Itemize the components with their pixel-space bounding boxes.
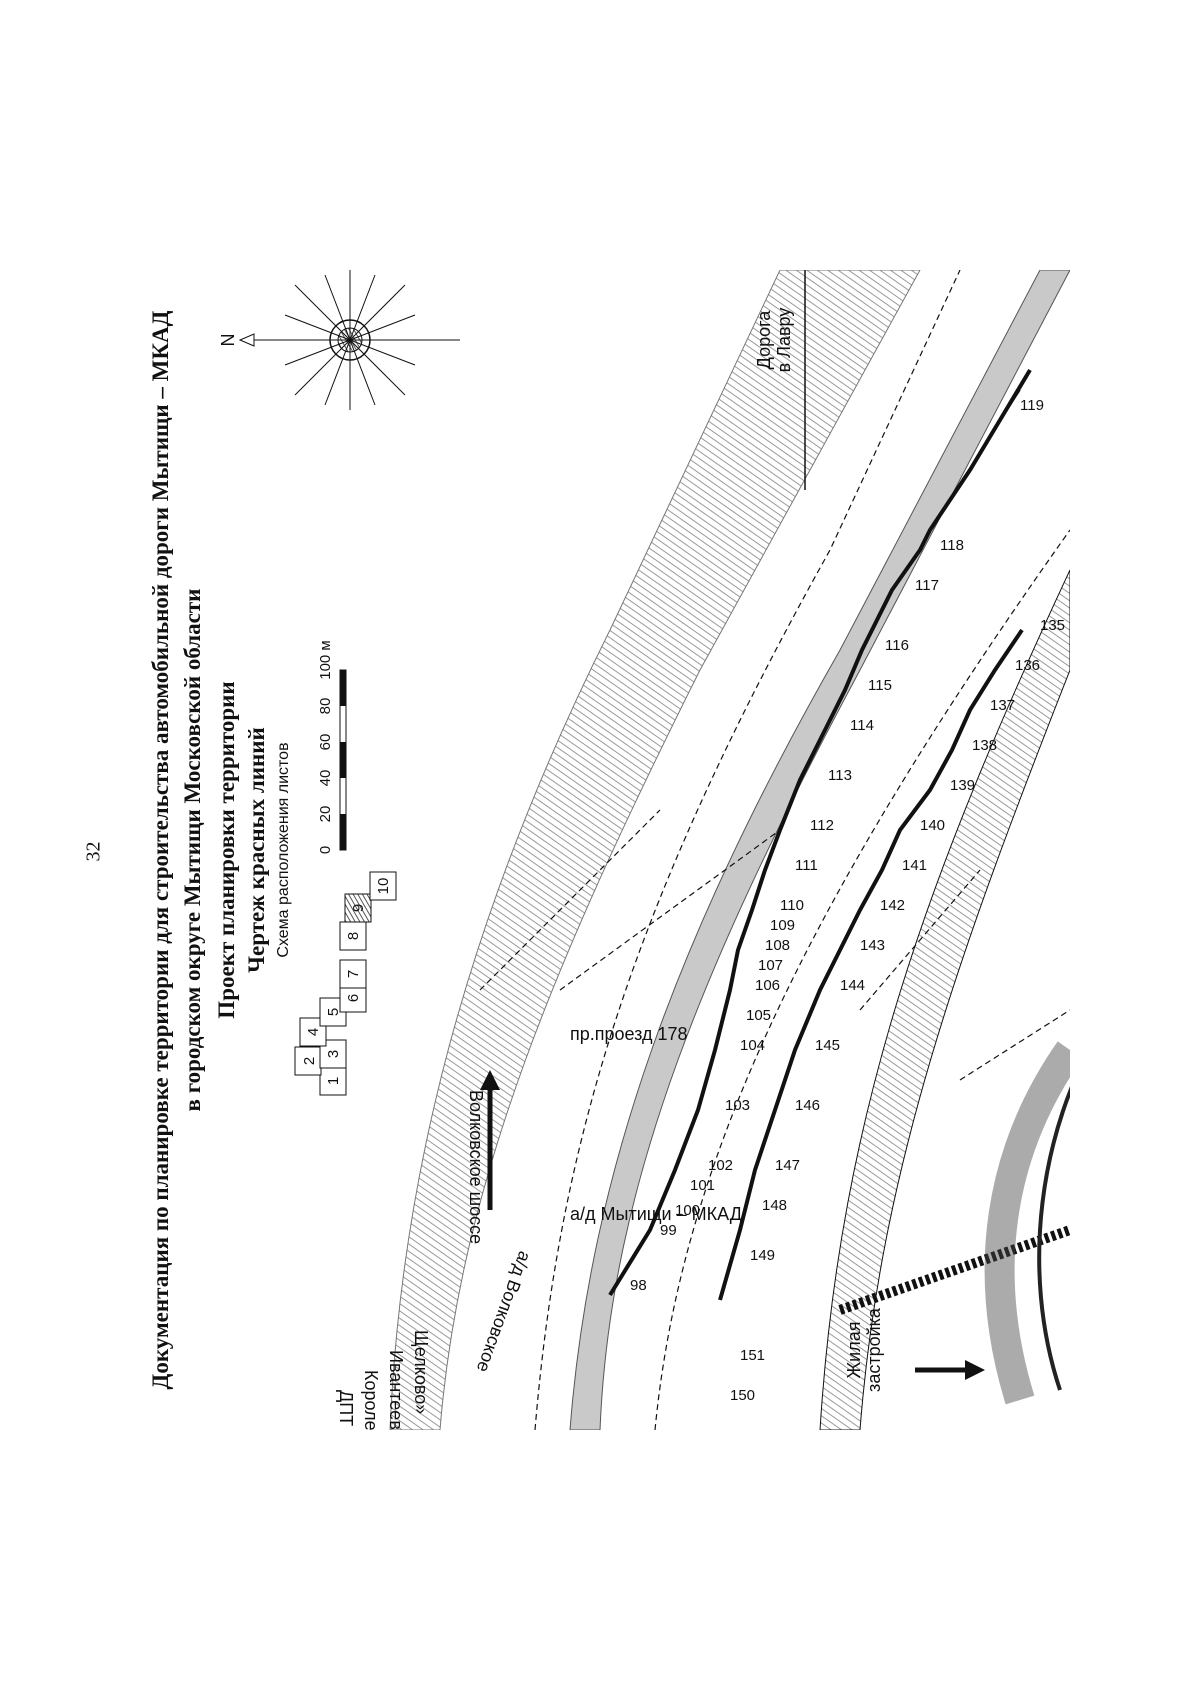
point-98: 98 xyxy=(630,1277,647,1294)
red-lines-map: 1 2 3 4 5 6 7 8 9 10 0 20 xyxy=(218,270,1070,1430)
point-104: 104 xyxy=(740,1037,765,1054)
road-to-lavra-line1: Дорога xyxy=(754,310,774,370)
point-115: 115 xyxy=(868,677,892,694)
scale-tick-100: 100 м xyxy=(317,640,334,680)
point-99: 99 xyxy=(660,1222,677,1239)
residential-line2: застройка xyxy=(864,1307,884,1392)
point-109: 109 xyxy=(770,917,795,934)
point-142: 142 xyxy=(880,897,905,914)
road-corridor xyxy=(389,270,1070,1430)
dpt-line2: Королев – xyxy=(361,1370,381,1430)
pr-178-label: пр.проезд 178 xyxy=(570,1024,688,1044)
sheet-cell-4-label: 4 xyxy=(305,1028,322,1036)
point-145: 145 xyxy=(815,1037,840,1054)
sheet-cell-3-label: 3 xyxy=(325,1050,342,1058)
sheet-cell-5-label: 5 xyxy=(325,1008,342,1016)
point-100: 100 xyxy=(675,1202,700,1219)
sheet-index-scheme: 1 2 3 4 5 6 7 8 9 10 xyxy=(294,871,397,1096)
point-136: 136 xyxy=(1015,657,1040,674)
scale-tick-0: 0 xyxy=(317,846,334,854)
scale-bar: 0 20 40 60 80 100 м xyxy=(317,640,347,854)
scale-tick-60: 60 xyxy=(317,734,334,751)
point-140: 140 xyxy=(920,817,945,834)
sheet-cell-3 xyxy=(319,1039,347,1069)
sheet-cell-10-label: 10 xyxy=(375,878,392,895)
rotated-sheet: Документация по планировке территории дл… xyxy=(140,270,1070,1430)
point-101: 101 xyxy=(690,1177,715,1194)
red-line-north xyxy=(608,368,1032,1297)
sheet-cell-8-label: 8 xyxy=(345,932,362,940)
sheet-cell-6-label: 6 xyxy=(345,994,362,1002)
point-112: 112 xyxy=(810,817,834,834)
point-105: 105 xyxy=(746,1007,771,1024)
point-102: 102 xyxy=(708,1157,733,1174)
sheet-cell-1-label: 1 xyxy=(325,1077,342,1085)
point-144: 144 xyxy=(840,977,865,994)
dpt-line4: Щелково» xyxy=(411,1330,431,1414)
point-143: 143 xyxy=(860,937,885,954)
road-to-lavra-line2: в Лавру xyxy=(774,308,794,373)
point-119: 119 xyxy=(1020,397,1044,414)
residential-line1: Жилая xyxy=(844,1322,864,1379)
sheet-cell-9-current xyxy=(344,893,372,923)
point-108: 108 xyxy=(765,937,790,954)
point-149: 149 xyxy=(750,1247,775,1264)
point-146: 146 xyxy=(795,1097,820,1114)
sheet-cell-7 xyxy=(339,959,367,989)
point-118: 118 xyxy=(940,537,964,554)
point-labels-north: 98 99 100 101 102 103 104 105 106 107 10… xyxy=(630,397,1044,1294)
scale-tick-20: 20 xyxy=(317,806,334,823)
sheet-cell-2-label: 2 xyxy=(301,1057,318,1065)
page-number: 32 xyxy=(82,841,105,862)
road-myt-mkad-label: а/д Мытищи – МКАД xyxy=(570,1204,742,1224)
volkovskoe-label: Волковское шоссе xyxy=(466,1090,486,1244)
utility-lines xyxy=(479,270,1070,1430)
point-111: 111 xyxy=(795,857,818,874)
sheet-cell-10 xyxy=(369,871,397,901)
dpt-line1: ДПТ «Мытищи – xyxy=(336,1390,356,1430)
point-135: 135 xyxy=(1040,617,1065,634)
point-151: 151 xyxy=(740,1347,765,1364)
point-106: 106 xyxy=(755,977,780,994)
point-113: 113 xyxy=(828,767,852,784)
point-141: 141 xyxy=(902,857,927,874)
point-114: 114 xyxy=(850,717,874,734)
point-137: 137 xyxy=(990,697,1015,714)
point-103: 103 xyxy=(725,1097,750,1114)
point-117: 117 xyxy=(915,577,939,594)
point-147: 147 xyxy=(775,1157,800,1174)
north-label: N xyxy=(218,334,238,347)
point-148: 148 xyxy=(762,1197,787,1214)
scale-tick-40: 40 xyxy=(317,770,334,787)
sheet-cell-9-label: 9 xyxy=(350,904,367,912)
point-107: 107 xyxy=(758,957,783,974)
point-labels-south: 135 136 137 138 139 140 141 142 143 144 … xyxy=(730,617,1065,1404)
sheet-cell-7-label: 7 xyxy=(345,970,362,978)
road-volk-label: а/д Волковское xyxy=(473,1249,535,1375)
arrow-down-icon xyxy=(965,1360,985,1380)
dpt-line3: Ивантеевка – xyxy=(386,1350,406,1430)
scale-tick-80: 80 xyxy=(317,698,334,715)
point-139: 139 xyxy=(950,777,975,794)
arrow-right-icon xyxy=(480,1070,500,1090)
compass-rose-icon: N xyxy=(218,270,460,410)
red-line-south xyxy=(718,628,1024,1301)
point-150: 150 xyxy=(730,1387,755,1404)
direction-arrows xyxy=(480,1070,985,1380)
point-116: 116 xyxy=(885,637,909,654)
point-138: 138 xyxy=(972,737,997,754)
point-110: 110 xyxy=(780,897,804,914)
